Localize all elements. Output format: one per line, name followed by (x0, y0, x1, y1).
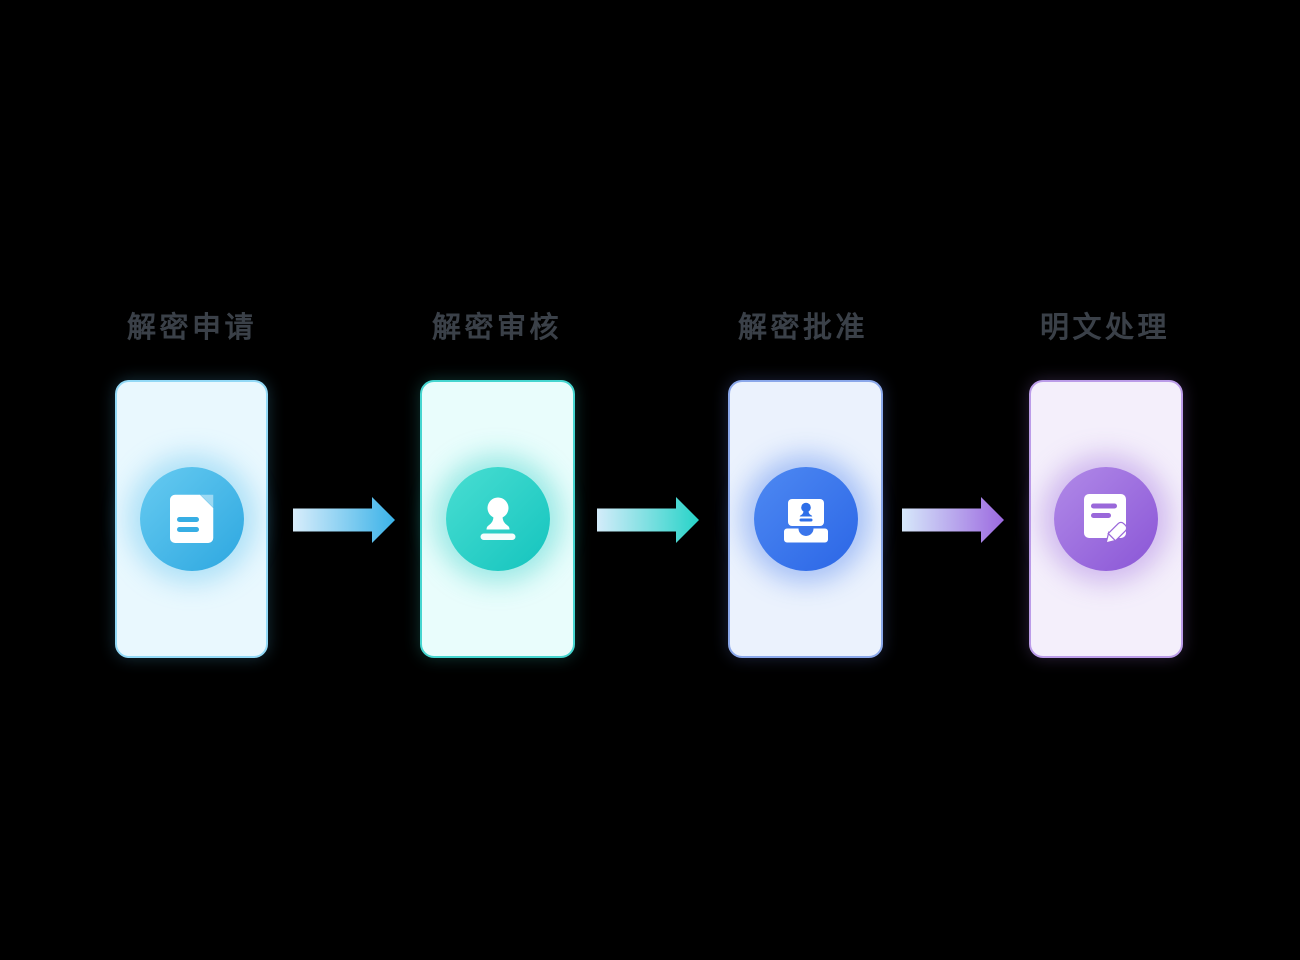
approval-inbox-icon (783, 499, 828, 543)
step-card-decrypt-apply (115, 380, 268, 658)
step-card-plaintext-process (1029, 380, 1183, 658)
step-card-decrypt-review (420, 380, 575, 658)
flow-arrow-icon (597, 497, 699, 543)
step-icon-circle (753, 467, 858, 571)
flow-arrow-icon (902, 497, 1004, 543)
step-label-decrypt-apply: 解密申请 (127, 312, 258, 344)
step-label-plaintext-process: 明文处理 (1040, 312, 1171, 344)
step-label-decrypt-review: 解密审核 (432, 312, 563, 344)
document-icon (170, 494, 214, 543)
step-icon-circle (139, 467, 244, 571)
step-icon-circle (1054, 467, 1158, 571)
stamp-icon (480, 497, 515, 540)
flow-arrow-icon (293, 497, 395, 543)
step-icon-circle (445, 467, 550, 571)
step-label-decrypt-approve: 解密批准 (738, 312, 869, 344)
document-edit-icon (1084, 494, 1128, 544)
step-card-decrypt-approve (728, 380, 883, 658)
